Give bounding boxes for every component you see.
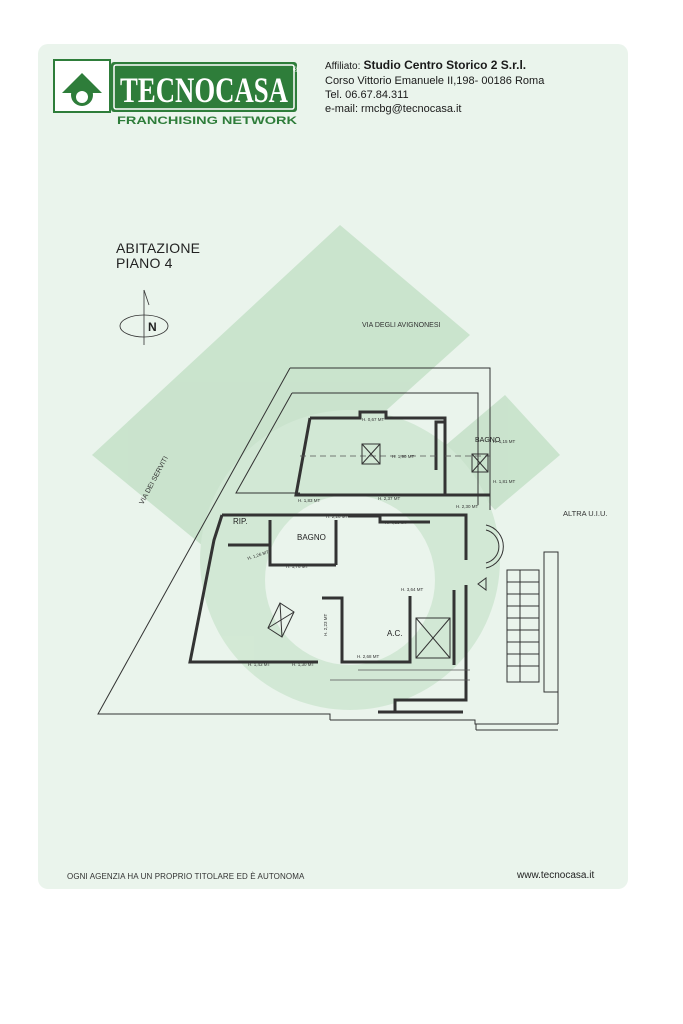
agency-email: e-mail: rmcbg@tecnocasa.it (325, 103, 462, 115)
height-label: H. 4,60 MT (385, 520, 408, 525)
north-label: N (148, 320, 157, 334)
skylight-icon (267, 443, 489, 659)
height-label: H. 2,37 MT (378, 496, 401, 501)
wall-upper-west (294, 417, 445, 497)
wall-mid (222, 513, 468, 560)
plan-title-line2: PIANO 4 (116, 255, 173, 271)
boundary-left (97, 367, 331, 720)
affiliate-info: Affiliato: Studio Centro Storico 2 S.r.l… (325, 58, 615, 116)
agency-address: Corso Vittorio Emanuele II,198- 00186 Ro… (325, 75, 545, 87)
height-label: H. 1,43 MT (248, 662, 271, 667)
wall-bagno-upper (434, 418, 447, 470)
wall-upper-north (310, 410, 490, 497)
room-bagno-lower: BAGNO (297, 533, 326, 542)
registered-mark: ® (293, 66, 299, 74)
footer-website: www.tecnocasa.it (517, 870, 595, 881)
agency-phone: Tel. 06.67.84.311 (325, 89, 409, 101)
height-label: H. 1,26 MT (247, 549, 270, 561)
agency-name: Studio Centro Storico 2 S.r.l. (363, 58, 527, 72)
wall-ac (322, 596, 412, 664)
height-label: H. 0,67 MT (362, 417, 385, 422)
height-label: H. 1,81 MT (493, 479, 516, 484)
boundary-top (290, 367, 491, 510)
height-label: H. 2,26 MT (326, 514, 349, 519)
height-label: H. 1,90 MT (392, 454, 415, 459)
room-ac: A.C. (387, 629, 403, 638)
height-label: H. 1,15 MT (493, 439, 516, 444)
document-sheet (38, 44, 628, 889)
house-roof-icon (62, 73, 102, 93)
wall-lower-west (188, 514, 318, 664)
height-label: H. 1,76 MT (286, 564, 309, 569)
height-label: H. 2,30 MT (456, 504, 479, 509)
room-rip: RIP. (233, 517, 248, 526)
street-top-label: VIA DEGLI AVIGNONESI (362, 322, 441, 329)
height-label: H. 2,23 MT (323, 613, 328, 636)
round-stair-icon (477, 524, 504, 591)
plan-title: ABITAZIONE PIANO 4 (116, 241, 200, 271)
staircase-icon (506, 551, 559, 724)
footer-disclaimer: OGNI AGENZIA HA UN PROPRIO TITOLARE ED È… (67, 872, 305, 881)
height-label: H. 2,68 MT (357, 654, 380, 659)
room-bagno-upper: BAGNO (475, 437, 501, 444)
height-label: H. 1,83 MT (298, 498, 321, 503)
watermark-logo (92, 225, 560, 710)
logo-wordmark-box (111, 62, 297, 112)
north-arrow-icon (119, 289, 169, 345)
height-label: H. 3,64 MT (401, 587, 424, 592)
brand-tagline: FRANCHISING NETWORK (117, 115, 297, 126)
brand-name: TECNOCASA (120, 70, 288, 110)
tecnocasa-logo: TECNOCASA ® FRANCHISING NETWORK (53, 59, 299, 126)
plan-title-line1: ABITAZIONE (116, 240, 201, 256)
affiliate-prefix: Affiliato: (325, 61, 361, 72)
neighbor-label: ALTRA U.I.U. (563, 509, 607, 518)
height-label: H. 1,30 MT (292, 662, 315, 667)
